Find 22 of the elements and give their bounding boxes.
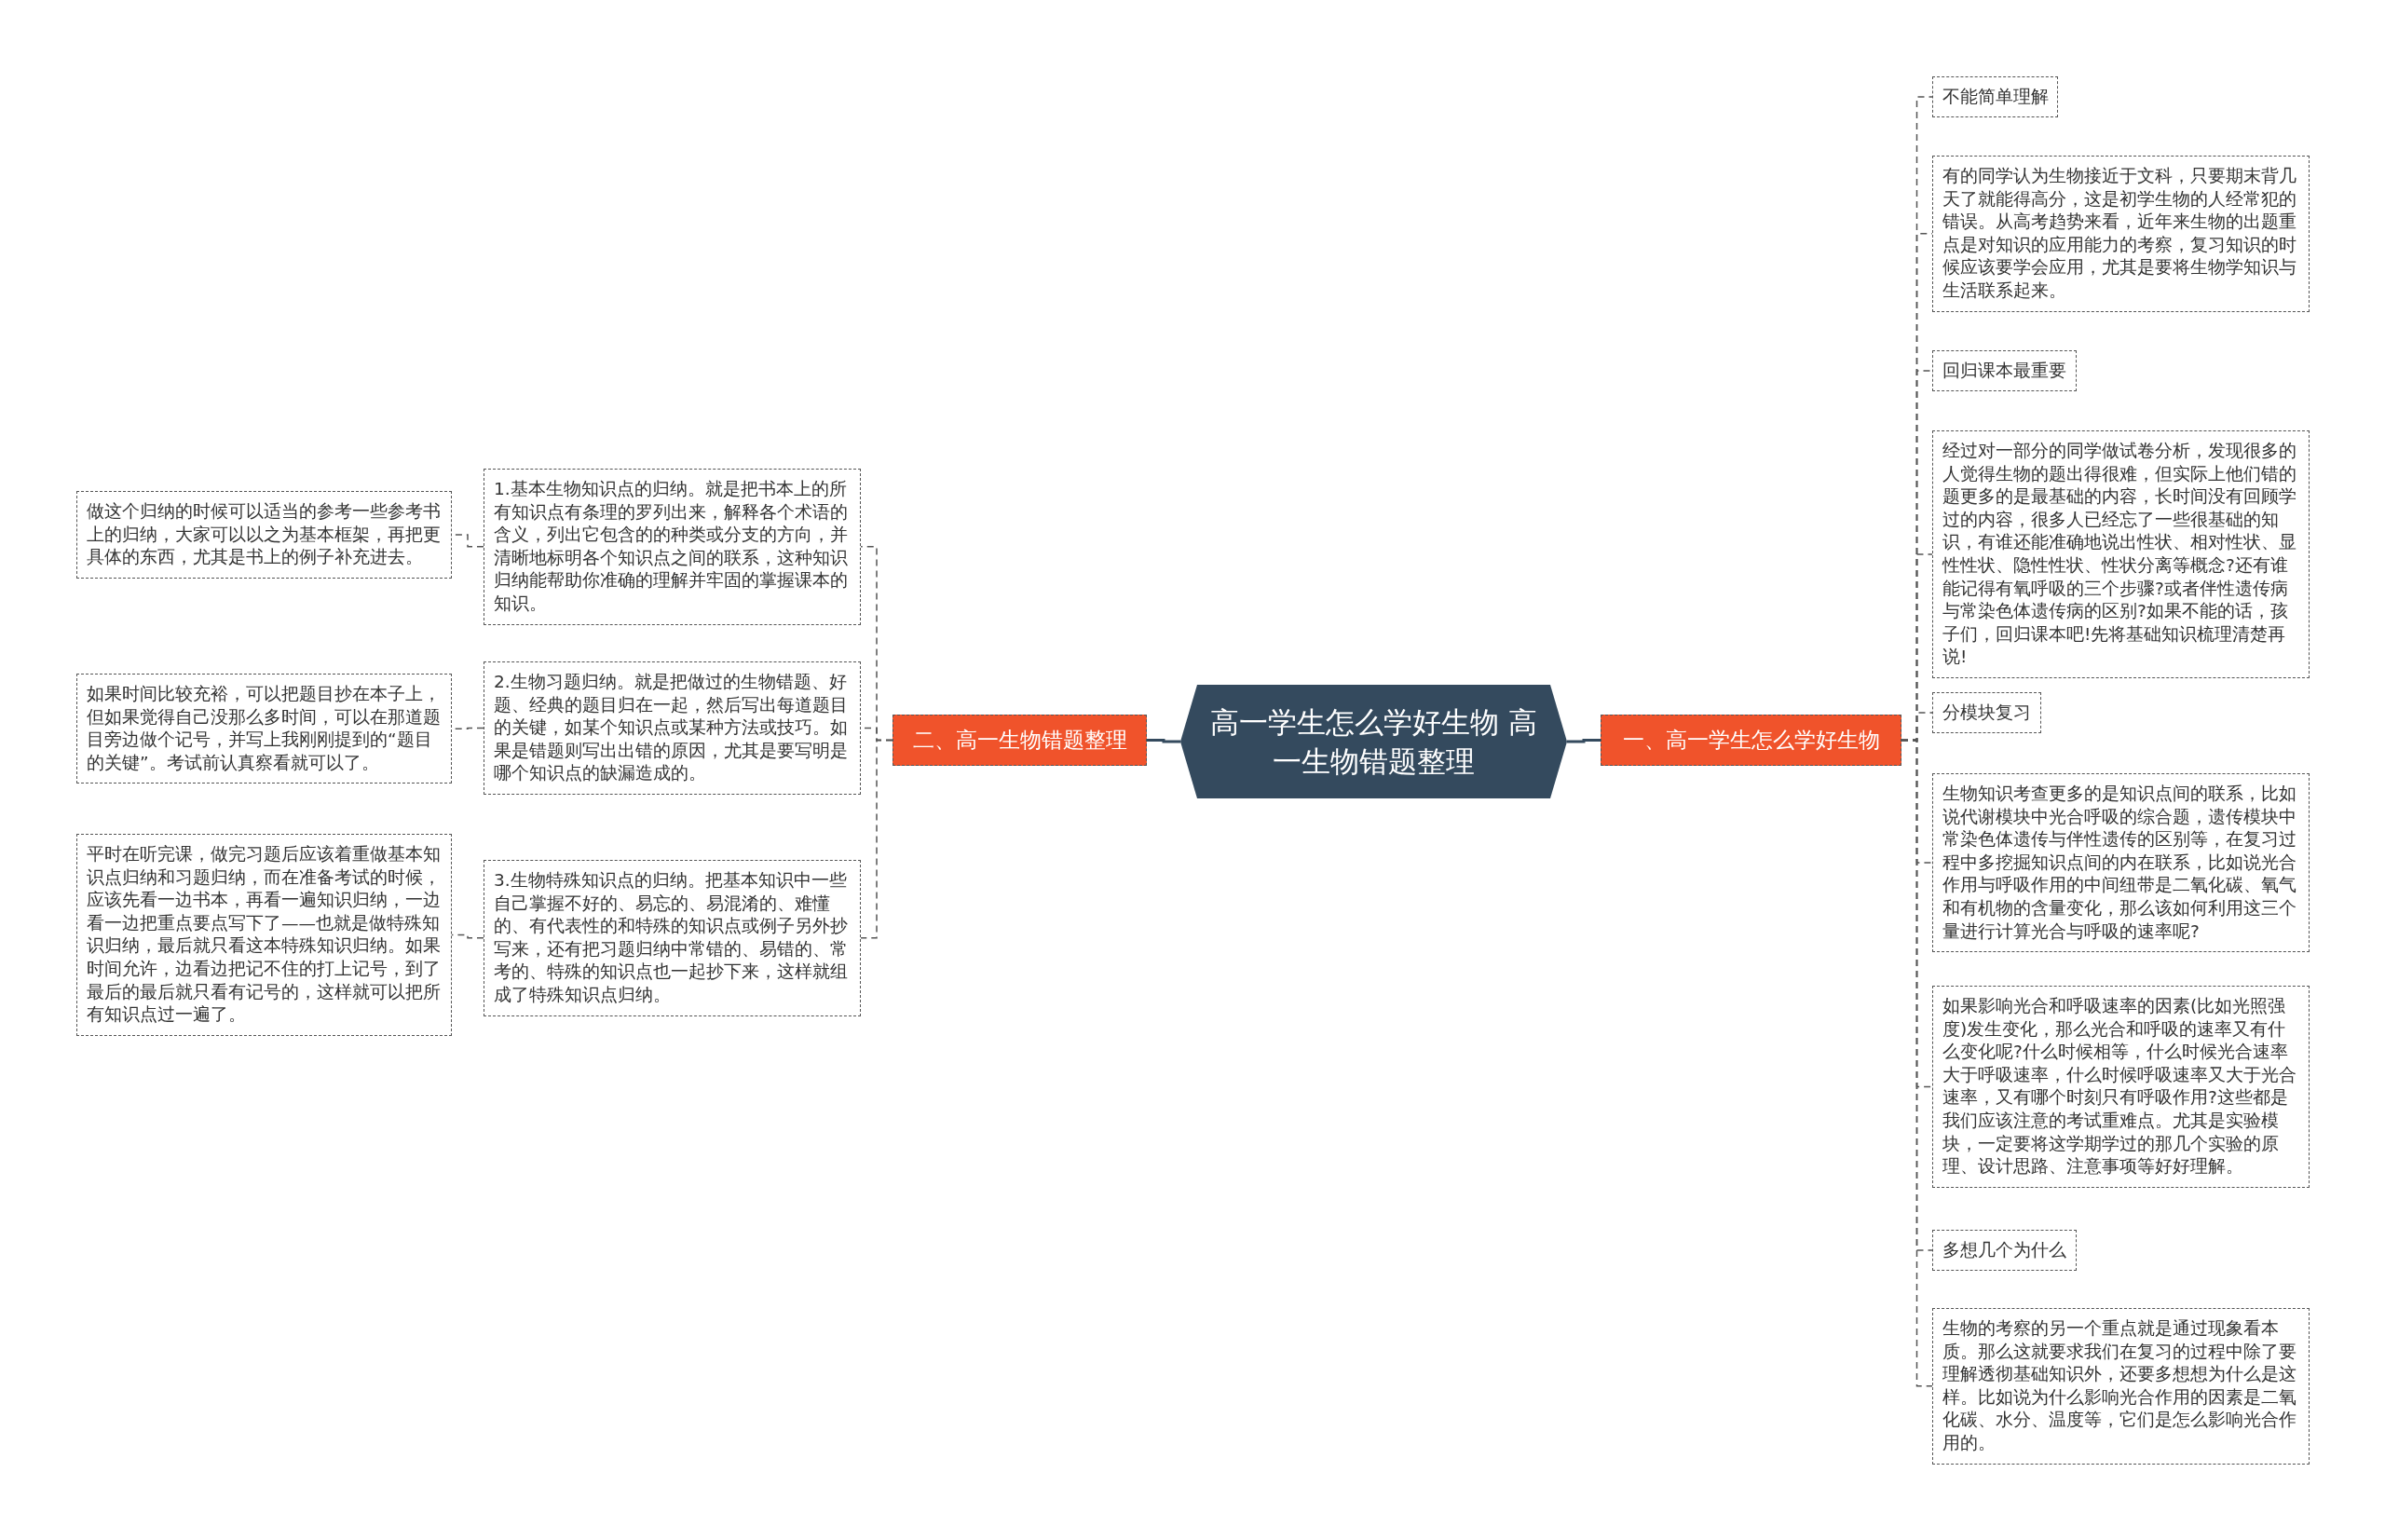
text-box: 生物知识考查更多的是知识点间的联系，比如说代谢模块中光合呼吸的综合题，遗传模块中常染色体遗传与伴性遗传的区别等，在复习过程中多挖掘知识点间的内在联系，比如说光合作用与呼吸作用的中间纽带是二氧化碳、氧气和有机物的含量变化，那么该如何利用这三个量进行计算光合与呼吸的速率呢?: [1932, 773, 2310, 953]
subtopic-box: 多想几个为什么: [1932, 1230, 2077, 1271]
text-box: 如果影响光合和呼吸速率的因素(比如光照强度)发生变化，那么光合和呼吸的速率又有什么变化呢?什么时候相等，什么时候光合速率大于呼吸速率，什么时候呼吸速率又大于光合速率，又有哪个时刻只有呼吸作用?这些都是我们应该注意的考试重难点。尤其是实验模块，一定要将这学期学过的那几个实验的原理、设计思路、注意事项等好好理解。: [1932, 986, 2310, 1188]
connector-line: [1147, 739, 1180, 743]
text-box: 做这个归纳的时候可以适当的参考一些参考书上的归纳，大家可以以之为基本框架，再把更具体的东西，尤其是书上的例子补充进去。: [76, 491, 452, 579]
connector-line: [451, 934, 484, 939]
branch-topic: 二、高一生物错题整理: [893, 715, 1147, 766]
connector-line: [860, 739, 893, 939]
subtopic-box: 不能简单理解: [1932, 76, 2058, 117]
text-box: 有的同学认为生物接近于文科，只要期末背几天了就能得高分，这是初学生物的人经常犯的错误。从高考趋势来看，近年来生物的出题重点是对知识的应用能力的考察，复习知识的时候应该要学会应用，尤其是要将生物学知识与生活联系起来。: [1932, 156, 2310, 312]
text-box: 平时在听完课，做完习题后应该着重做基本知识点归纳和习题归纳，而在准备考试的时候，应该先看一边书本，再看一遍知识归纳，一边看一边把重点要点写下了——也就是做特殊知识归纳，最后就只看这本特殊知识归纳。如果时间允许，边看边把记不住的打上记号，到了最后的最后就只看有记号的，这样就可以把所有知识点过一遍了。: [76, 834, 452, 1036]
text-box: 经过对一部分的同学做试卷分析，发现很多的人觉得生物的题出得很难，但实际上他们错的题更多的是最基础的内容，长时间没有回顾学过的内容，很多人已经忘了一些很基础的知识，有谁还能准确地说出性状、相对性状、显性性状、隐性性状、性状分离等概念?还有谁能记得有氧呼吸的三个步骤?或者伴性遗传病与常染色体遗传病的区别?如果不能的话，孩子们，回归课本吧!先将基础知识梳理清楚再说!: [1932, 430, 2310, 678]
text-box: 如果时间比较充裕，可以把题目抄在本子上，但如果觉得自己没那么多时间，可以在那道题目旁边做个记号，并写上我刚刚提到的“题目的关键”。考试前认真察看就可以了。: [76, 674, 452, 784]
subtopic-box: 分模块复习: [1932, 692, 2041, 733]
central-topic: 高一学生怎么学好生物 高一生物错题整理: [1180, 685, 1567, 798]
subtopic-box: 回归课本最重要: [1932, 350, 2077, 391]
connector-line: [1567, 739, 1601, 743]
text-box: 生物的考察的另一个重点就是通过现象看本质。那么这就要求我们在复习的过程中除了要理解透彻基础知识外，还要多想想为什么是这样。比如说为什么影响光合作用的因素是二氧化碳、水分、温度等，它们是怎么影响光合作用的。: [1932, 1308, 2310, 1465]
text-box: 1.基本生物知识点的归纳。就是把书本上的所有知识点有条理的罗列出来，解释各个术语的含义，列出它包含的的种类或分支的方向，并清晰地标明各个知识点之间的联系，这种知识归纳能帮助你准确的理解并牢固的掌握课本的知识。: [484, 469, 861, 625]
text-box: 3.生物特殊知识点的归纳。把基本知识中一些自己掌握不好的、易忘的、易混淆的、难懂的、有代表性的和特殊的知识点或例子另外抄写来，还有把习题归纳中常错的、易错的、常考的、特殊的知识点也一起抄下来，这样就组成了特殊知识点归纳。: [484, 860, 861, 1016]
text-box: 2.生物习题归纳。就是把做过的生物错题、好题、经典的题目归在一起，然后写出每道题目的关键，如某个知识点或某种方法或技巧。如果是错题则写出出错的原因，尤其是要写明是哪个知识点的缺漏造成的。: [484, 661, 861, 795]
branch-topic: 一、高一学生怎么学好生物: [1601, 715, 1901, 766]
